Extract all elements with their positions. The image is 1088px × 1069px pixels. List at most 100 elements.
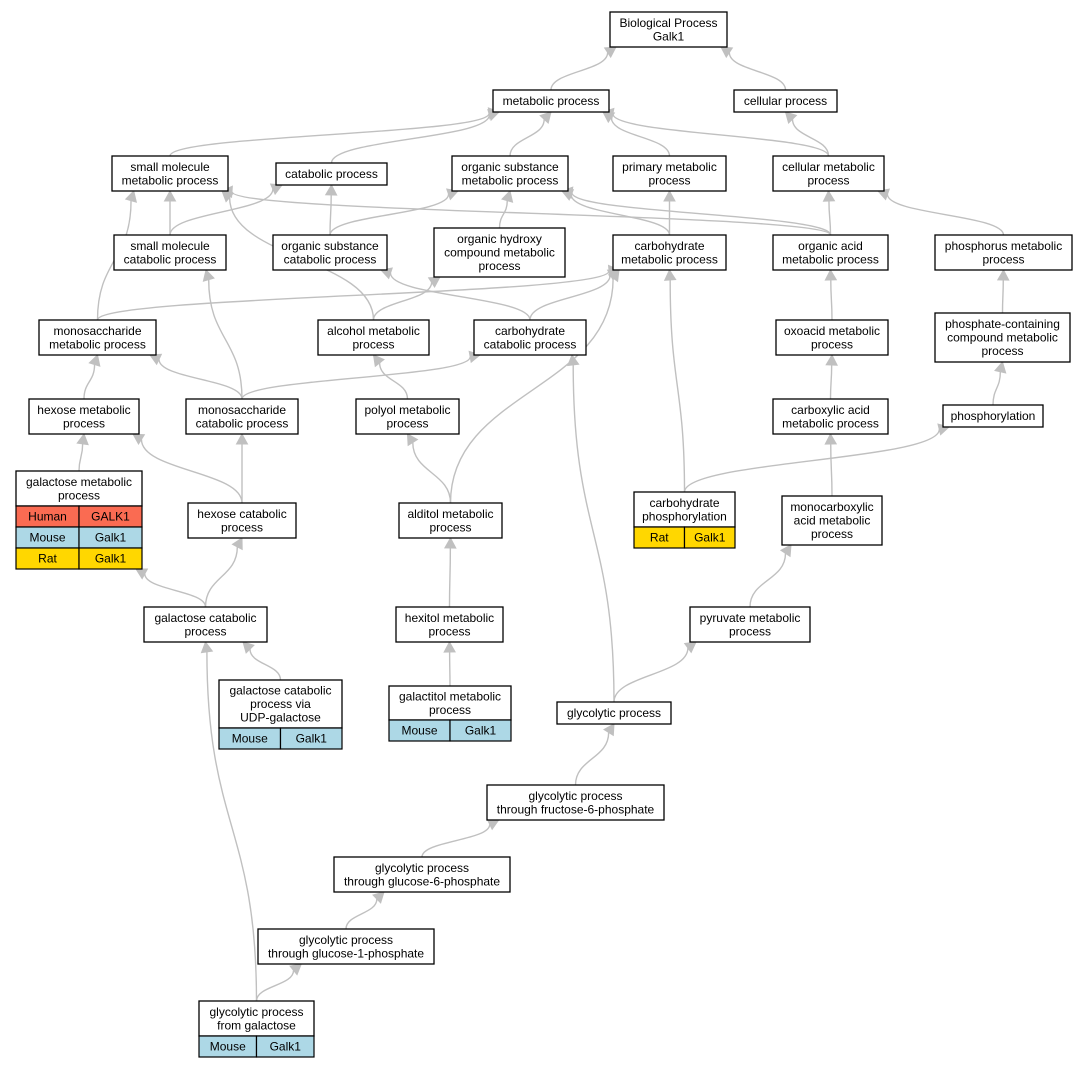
gene-symbol: Galk1: [270, 1040, 302, 1054]
term-label-line: galactose catabolic: [229, 684, 331, 698]
term-label-line: organic hydroxy: [457, 232, 542, 246]
term-box: [473, 319, 587, 356]
edge-primary_met-to-metabolic: [610, 117, 671, 157]
term-box: [492, 89, 610, 113]
term-label-line: catabolic process: [284, 252, 377, 266]
term-label-line: metabolic process: [122, 173, 219, 187]
term-label-line: metabolic process: [782, 416, 879, 430]
arrowhead-hexose_cat-to-monosac_cat: [235, 432, 249, 445]
edge-phosphate-to-phosphorus: [1001, 279, 1004, 314]
species-label: Mouse: [29, 531, 65, 545]
edge-carb_phos-to-carb_met: [669, 279, 686, 493]
arrowhead-gly_gal-to-gly_g1p: [289, 963, 303, 976]
arrowhead-glycolytic-to-pyruvate: [683, 641, 697, 654]
term-node-phosphorylation[interactable]: phosphorylation: [942, 404, 1044, 428]
gene-symbol: Galk1: [465, 724, 497, 738]
edge-alditol-to-polyol: [412, 442, 452, 504]
term-label-line: glycolytic process: [299, 933, 393, 947]
edge-gly_g1p-to-gly_g6p: [345, 898, 378, 930]
edge-galactose_cat-to-galactose_met: [144, 573, 207, 608]
edge-hexose_met-to-monosac_met: [83, 364, 96, 400]
term-box: [556, 701, 672, 725]
term-node-catabolic[interactable]: catabolic process: [275, 162, 388, 186]
term-box: [143, 606, 268, 643]
arrowhead-hexitol-to-alditol: [444, 536, 457, 549]
edge-catabolic-to-metabolic: [330, 114, 491, 164]
term-node-cellular[interactable]: cellular process: [733, 89, 838, 113]
edge-carb_met-to-org_sub_met: [570, 194, 671, 236]
edge-monosac_cat-to-small_mol_cat: [207, 279, 243, 400]
term-box: [609, 11, 728, 48]
term-label-line: process: [63, 416, 105, 430]
arrowhead-phosphorylation-to-phosphate: [994, 360, 1007, 374]
term-label-line: UDP-galactose: [240, 711, 321, 725]
term-box: [272, 234, 388, 271]
edge-gly_gal-to-gly_g1p: [255, 970, 295, 1002]
term-label-line: process: [58, 488, 100, 502]
species-label: Mouse: [232, 732, 268, 746]
term-label-line: hexose metabolic: [37, 403, 130, 417]
edge-cellular-to-bp: [728, 52, 787, 91]
term-box: [187, 502, 297, 539]
term-label-line: carboxylic acid: [791, 403, 870, 417]
term-node-glycolytic[interactable]: glycolytic process: [556, 701, 672, 725]
edge-glycolytic-to-pyruvate: [613, 647, 689, 703]
arrowhead-monocarbox-to-carboxylic: [824, 432, 838, 445]
edge-org_acid-to-cell_met: [828, 200, 832, 236]
gene-symbol: GALK1: [91, 510, 130, 524]
arrowhead-gly_g1p-to-gly_g6p: [372, 891, 385, 904]
arrowhead-glycolytic-to-carb_cat: [566, 353, 580, 367]
edge-gal_cat_udp-to-galactose_cat: [249, 648, 282, 681]
term-box: [612, 234, 727, 271]
arrowhead-hexose_met-to-monosac_met: [88, 354, 101, 367]
arrowhead-monosac_met-to-small_mol_met: [124, 190, 138, 203]
term-node-metabolic[interactable]: metabolic process: [492, 89, 610, 113]
term-box: [395, 606, 504, 643]
term-label-line: acid metabolic: [794, 514, 871, 528]
edge-org_acid-to-small_mol_met: [231, 191, 832, 236]
edge-org_sub_cat-to-org_sub_met: [329, 194, 450, 236]
arrowhead-metabolic-to-bp: [603, 46, 617, 59]
term-label-line: small molecule: [130, 160, 210, 174]
term-label-line: metabolic process: [621, 252, 718, 266]
term-label-line: monocarboxylic: [790, 500, 873, 514]
edge-cell_met-to-metabolic: [612, 113, 830, 157]
term-box: [433, 227, 566, 278]
term-box: [733, 89, 838, 113]
